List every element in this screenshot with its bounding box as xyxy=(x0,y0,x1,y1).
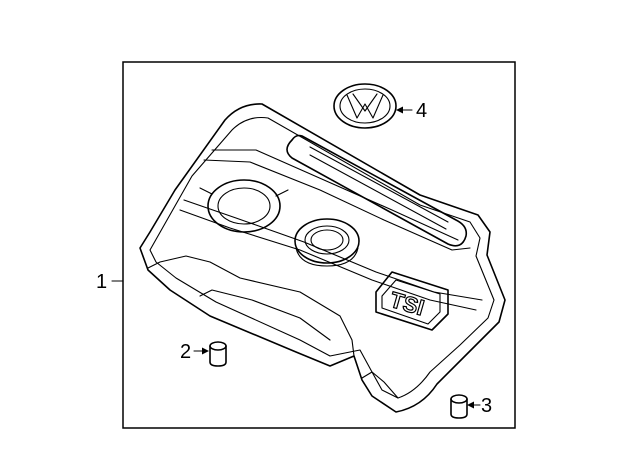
engine-cover[interactable]: TSI xyxy=(139,103,506,413)
callout-1: 1 xyxy=(96,271,124,293)
callout-2: 2 xyxy=(180,341,209,363)
diagram-frame xyxy=(122,61,516,429)
grommet-icon[interactable] xyxy=(209,341,227,367)
callout-4-label: 4 xyxy=(416,100,427,122)
callout-2-label: 2 xyxy=(180,341,191,363)
vw-emblem-icon[interactable] xyxy=(333,83,397,129)
callout-3-label: 3 xyxy=(481,395,492,417)
callout-4: 4 xyxy=(396,100,427,122)
grommet-icon[interactable] xyxy=(450,394,468,419)
tsi-badge-text: TSI xyxy=(387,287,427,320)
callout-3: 3 xyxy=(467,395,492,417)
callout-1-label: 1 xyxy=(96,271,107,293)
